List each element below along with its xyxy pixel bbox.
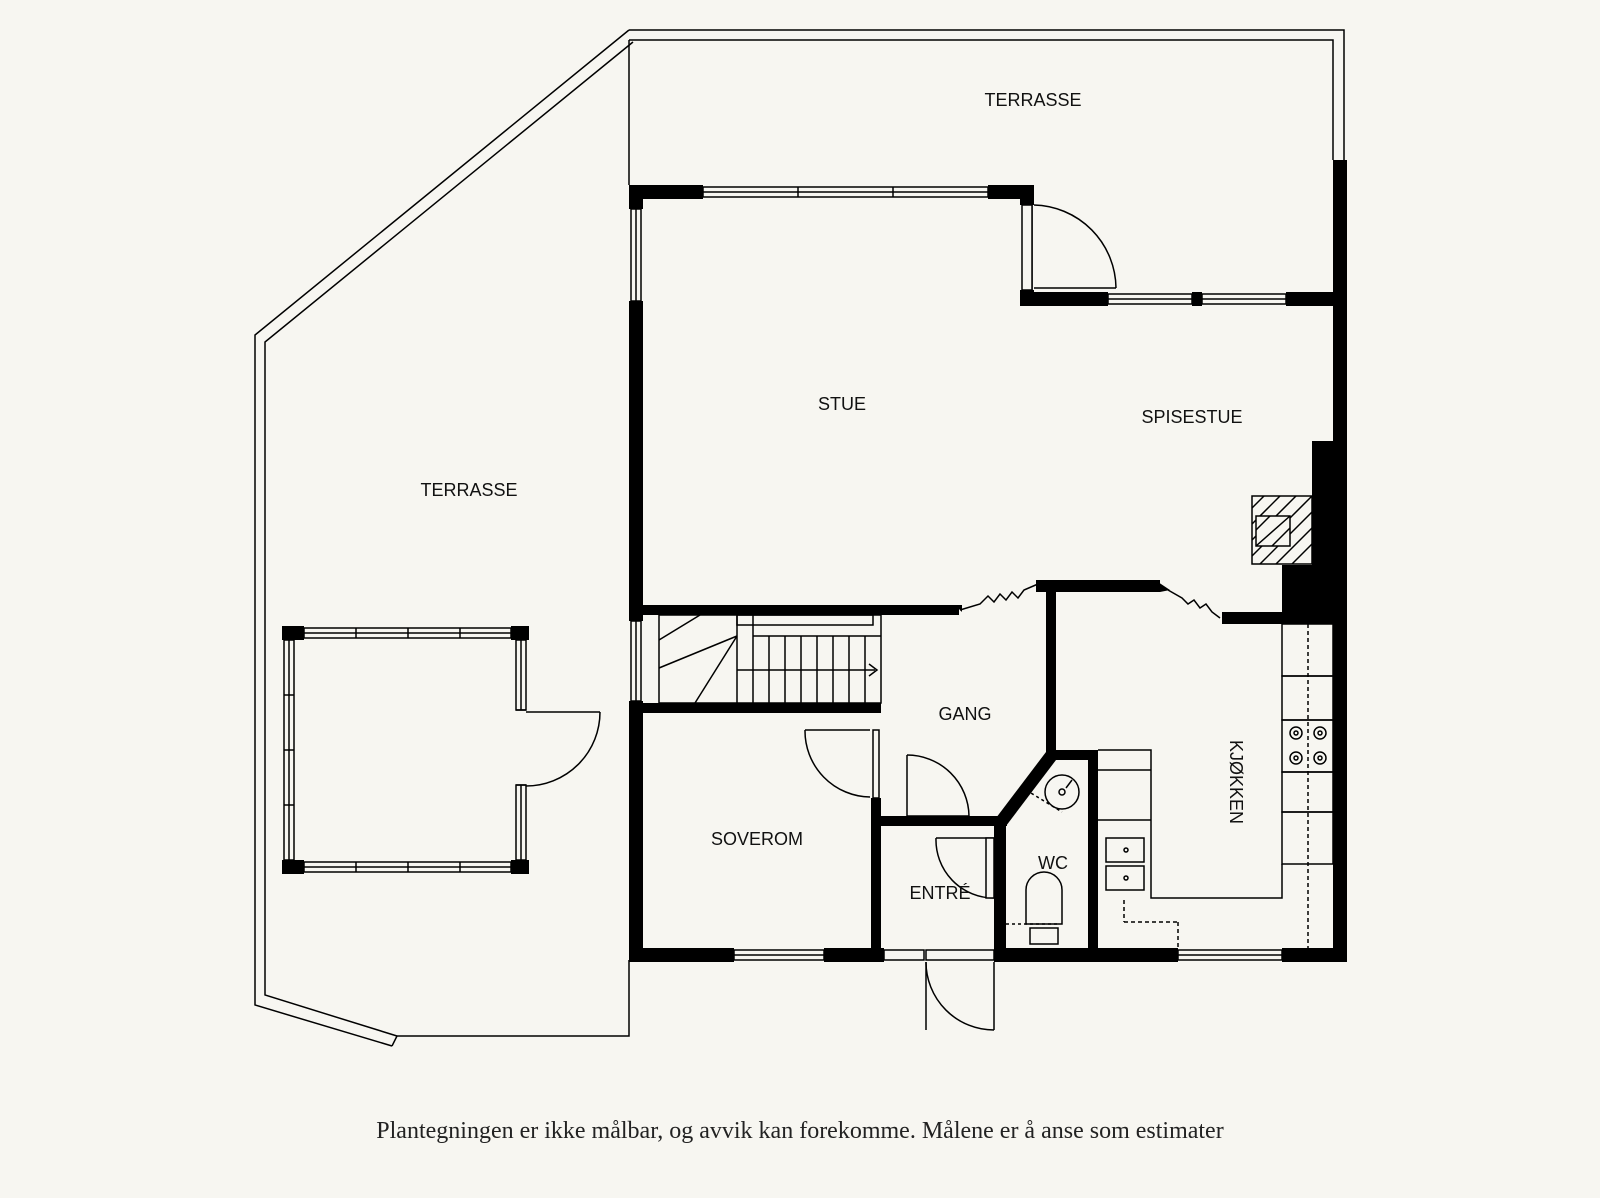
label-gang: GANG — [938, 704, 991, 724]
label-entre: ENTRÉ — [909, 883, 970, 903]
pavilion — [282, 626, 601, 874]
stair — [658, 614, 882, 704]
label-soverom: SOVEROM — [711, 829, 803, 849]
terrace-top-outline — [629, 29, 1345, 160]
doors — [804, 204, 1117, 1031]
exterior-walls — [629, 160, 1347, 962]
terrace-left-outline — [254, 29, 634, 1047]
label-wc: WC — [1038, 853, 1068, 873]
label-kjokken: KJØKKEN — [1226, 740, 1246, 824]
interior-walls — [629, 441, 1347, 962]
label-terrasse-left: TERRASSE — [420, 480, 517, 500]
kitchen-fixtures — [1098, 623, 1334, 948]
label-stue: STUE — [818, 394, 866, 414]
label-spisestue: SPISESTUE — [1141, 407, 1242, 427]
label-terrasse-top: TERRASSE — [984, 90, 1081, 110]
wc-fixtures — [1006, 774, 1080, 945]
disclaimer-caption: Plantegningen er ikke målbar, og avvik k… — [376, 1118, 1224, 1144]
fireplace-hatch — [1251, 495, 1313, 565]
